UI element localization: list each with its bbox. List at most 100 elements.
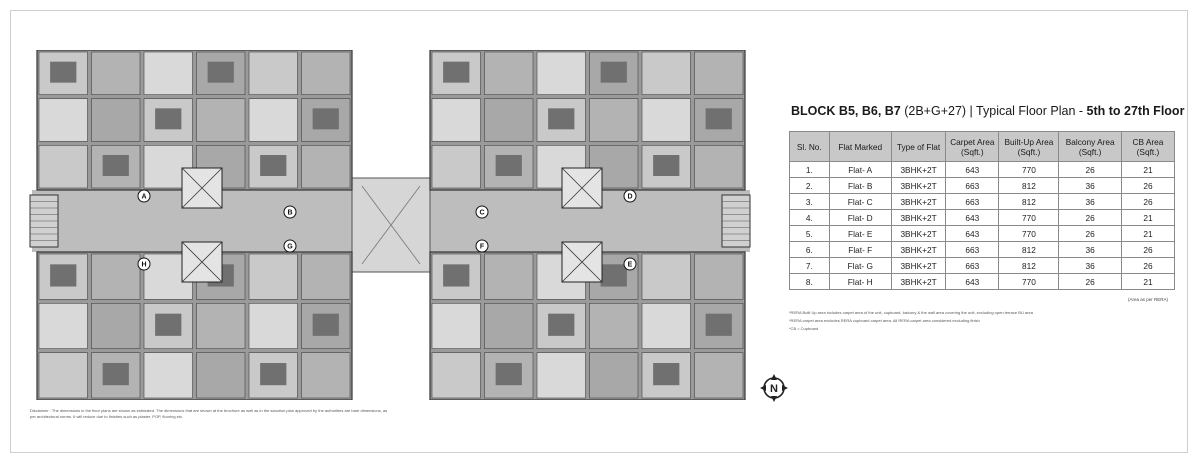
table-cell: 26 bbox=[1120, 193, 1176, 210]
room bbox=[301, 352, 351, 399]
table-cell: 643 bbox=[945, 225, 1000, 242]
room bbox=[589, 303, 639, 349]
room bbox=[641, 303, 691, 349]
north-compass-icon: N bbox=[760, 374, 788, 402]
table-cell: 36 bbox=[1058, 193, 1122, 210]
table-cell: Flat- A bbox=[828, 161, 892, 178]
table-cell: 26 bbox=[1120, 241, 1176, 258]
table-cell: 26 bbox=[1058, 273, 1122, 290]
room bbox=[536, 51, 586, 95]
footnote: *RERA carpet area excludes RERA cupboard… bbox=[789, 318, 980, 323]
room bbox=[641, 98, 691, 142]
table-cell: 663 bbox=[945, 241, 1000, 258]
flat-marker-label: H bbox=[141, 262, 146, 269]
room bbox=[38, 303, 88, 349]
room bbox=[641, 51, 691, 95]
footnotes: *RERA Built Up area includes carpet area… bbox=[789, 309, 1149, 333]
footnote: *RERA Built Up area includes carpet area… bbox=[789, 310, 1033, 315]
table-cell: 3BHK+2T bbox=[890, 225, 947, 242]
room bbox=[484, 98, 534, 142]
furniture bbox=[705, 313, 732, 336]
flat-marker-label: E bbox=[628, 262, 633, 269]
flat-marker-label: A bbox=[141, 194, 146, 201]
table-cell: 812 bbox=[998, 241, 1060, 258]
table-cell: 770 bbox=[998, 161, 1060, 178]
room bbox=[431, 98, 481, 142]
table-cell: 3. bbox=[789, 193, 830, 210]
room bbox=[248, 51, 298, 95]
furniture bbox=[600, 61, 627, 83]
table-cell: 8. bbox=[789, 273, 830, 290]
room bbox=[143, 51, 193, 95]
area-table: Sl. No. Flat Marked Type of Flat Carpet … bbox=[789, 131, 1176, 290]
furniture bbox=[548, 108, 575, 130]
table-cell: 770 bbox=[998, 209, 1060, 226]
table-cell: 1. bbox=[789, 161, 830, 178]
room bbox=[484, 51, 534, 95]
table-cell: Flat- H bbox=[828, 273, 892, 290]
room bbox=[694, 145, 744, 189]
furniture bbox=[50, 264, 77, 287]
lift-cross bbox=[561, 167, 603, 209]
table-cell: Flat- E bbox=[828, 225, 892, 242]
room bbox=[431, 303, 481, 349]
furniture bbox=[260, 155, 287, 176]
table-cell: 2. bbox=[789, 177, 830, 194]
furniture bbox=[312, 313, 339, 336]
col-type-of-flat: Type of Flat bbox=[890, 131, 947, 162]
room bbox=[694, 303, 744, 349]
table-cell: 26 bbox=[1058, 161, 1122, 178]
furniture bbox=[653, 155, 680, 176]
table-cell: 643 bbox=[945, 273, 1000, 290]
table-cell: 3BHK+2T bbox=[890, 273, 947, 290]
table-cell: 26 bbox=[1120, 177, 1176, 194]
table-cell: 4. bbox=[789, 209, 830, 226]
col-sl-no: Sl. No. bbox=[789, 131, 830, 162]
wing bbox=[429, 50, 746, 191]
furniture bbox=[495, 155, 522, 176]
room bbox=[143, 352, 193, 399]
page-frame bbox=[10, 10, 1188, 453]
furniture bbox=[155, 313, 182, 336]
table-cell: Flat- C bbox=[828, 193, 892, 210]
table-cell: 643 bbox=[945, 209, 1000, 226]
room bbox=[38, 145, 88, 189]
room bbox=[641, 253, 691, 300]
table-cell: 21 bbox=[1120, 209, 1176, 226]
flat-marker bbox=[283, 239, 297, 253]
table-cell: 3BHK+2T bbox=[890, 209, 947, 226]
table-cell: 663 bbox=[945, 257, 1000, 274]
room bbox=[301, 145, 351, 189]
flat-marker-label: B bbox=[287, 210, 292, 217]
flat-marker bbox=[475, 239, 489, 253]
lift-cross bbox=[561, 241, 603, 283]
table-cell: 21 bbox=[1120, 273, 1176, 290]
table-cell: 3BHK+2T bbox=[890, 177, 947, 194]
room bbox=[248, 98, 298, 142]
furniture bbox=[312, 108, 339, 130]
flat-marker-label: C bbox=[479, 210, 484, 217]
lift-cross bbox=[181, 241, 223, 283]
room bbox=[484, 253, 534, 300]
table-cell: 7. bbox=[789, 257, 830, 274]
table-cell: 812 bbox=[998, 193, 1060, 210]
furniture bbox=[102, 363, 129, 386]
disclaimer-text: Disclaimer : The dimensions in the floor… bbox=[30, 408, 388, 419]
furniture bbox=[207, 61, 234, 83]
room bbox=[301, 51, 351, 95]
table-cell: Flat- F bbox=[828, 241, 892, 258]
flat-marker bbox=[283, 205, 297, 219]
footnote: *CB = Cupboard bbox=[789, 326, 819, 331]
table-cell: 3BHK+2T bbox=[890, 257, 947, 274]
furniture bbox=[548, 313, 575, 336]
table-cell: 26 bbox=[1058, 225, 1122, 242]
col-flat-marked: Flat Marked bbox=[828, 131, 892, 162]
